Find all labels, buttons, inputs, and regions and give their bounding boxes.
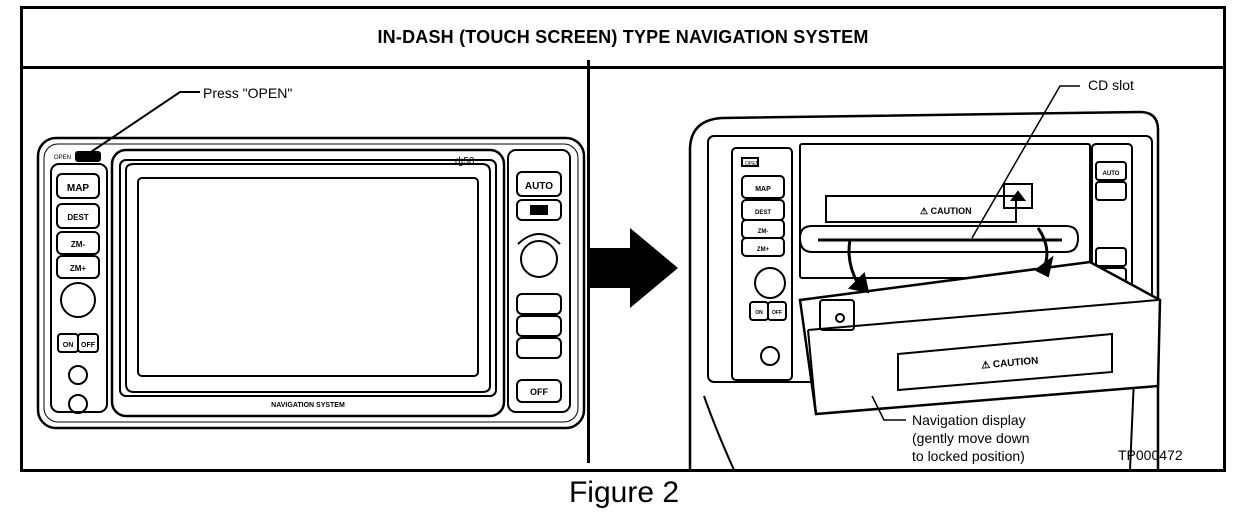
off-label-right: OFF: [530, 387, 548, 397]
opened-auto-button[interactable]: [1095, 161, 1127, 181]
lower-caution-label-box: [897, 332, 1113, 392]
opened-dest-label: DEST: [755, 210, 771, 216]
function-button-1[interactable]: [516, 293, 562, 315]
left-button-column: [50, 151, 108, 414]
on-label: ON: [63, 342, 74, 349]
down-arrow-left-icon: [847, 239, 860, 285]
off-label-left: OFF: [81, 342, 96, 349]
function-button-3[interactable]: [516, 337, 562, 359]
display-label-line-2: (gently move down: [912, 430, 1030, 446]
display-label-line-3: to locked position): [912, 448, 1025, 464]
nav-unit-labels: Press "OPEN" OPEN ɖɟ50 NAVIGATION SYSTEM…: [54, 85, 553, 409]
auto-button[interactable]: [516, 171, 562, 197]
opened-zm-plus-button[interactable]: [741, 237, 785, 257]
auto-label: AUTO: [525, 181, 553, 192]
opened-knob[interactable]: [754, 267, 786, 299]
round-button-2[interactable]: [68, 394, 88, 414]
opened-unit-labels: CD slot ⚠ CAUTION ⚠ CAUTION Navigation d…: [745, 77, 1183, 464]
zm-minus-label: ZM-: [71, 240, 86, 249]
nav-unit-front: [36, 91, 586, 430]
figure-caption: Figure 2: [568, 476, 680, 509]
opened-map-label: MAP: [755, 186, 771, 193]
right-knob[interactable]: [520, 240, 558, 278]
open-callout-label: Press "OPEN": [203, 85, 292, 101]
down-arrow-right-head-icon: [1034, 255, 1054, 278]
opened-off-button[interactable]: [767, 301, 787, 321]
lower-caution-text: ⚠ CAUTION: [981, 356, 1039, 372]
open-label: OPEN: [54, 155, 71, 161]
opened-function-button-1[interactable]: [1095, 247, 1127, 267]
eject-button[interactable]: [1003, 183, 1033, 209]
zm-plus-button[interactable]: [56, 255, 100, 279]
off-button-left[interactable]: [77, 333, 99, 353]
opened-zm-plus-label: ZM+: [757, 247, 770, 253]
brand-logo: ɖɟ50: [455, 156, 475, 167]
map-label: MAP: [67, 183, 90, 194]
opened-auto-label: AUTO: [1103, 171, 1120, 177]
figure-frame: IN-DASH (TOUCH SCREEN) TYPE NAVIGATION S…: [20, 6, 1226, 472]
opened-off-label: OFF: [772, 310, 782, 316]
screen-bottom-label: NAVIGATION SYSTEM: [271, 402, 345, 409]
cd-slot-callout-line: [971, 85, 1080, 239]
cd-slot: [798, 225, 1080, 253]
round-button-1[interactable]: [68, 365, 88, 385]
display-callout-line: [871, 395, 906, 421]
open-callout-line: [87, 91, 200, 155]
upper-caution-text: ⚠ CAUTION: [920, 206, 972, 216]
nav-unit-opened: [688, 85, 1162, 471]
dest-label: DEST: [67, 213, 88, 222]
left-knob[interactable]: [60, 282, 96, 318]
opened-on-label: ON: [755, 310, 763, 316]
map-button[interactable]: [56, 173, 100, 199]
display-label-line-1: Navigation display: [912, 412, 1026, 428]
right-button-column: [507, 149, 571, 413]
opened-map-button[interactable]: [741, 175, 785, 199]
cd-slot-label: CD slot: [1088, 77, 1134, 93]
open-button[interactable]: [75, 151, 101, 162]
function-button-2[interactable]: [516, 315, 562, 337]
zm-plus-label: ZM+: [70, 264, 87, 273]
opened-zm-minus-label: ZM-: [758, 229, 769, 235]
zm-minus-button[interactable]: [56, 231, 100, 255]
part-number: TP000472: [1118, 447, 1183, 463]
touch-screen: [110, 148, 506, 418]
dest-button[interactable]: [56, 203, 100, 229]
opened-open-button[interactable]: [741, 157, 759, 167]
opened-display-button[interactable]: [1095, 181, 1127, 201]
figure-title: IN-DASH (TOUCH SCREEN) TYPE NAVIGATION S…: [23, 9, 1223, 69]
opened-open-label: OPEN: [745, 161, 760, 167]
down-arrow-left-head-icon: [848, 272, 870, 294]
transition-arrow-icon: [588, 228, 678, 308]
opened-round-button[interactable]: [760, 346, 780, 366]
off-button-right[interactable]: [516, 379, 562, 403]
display-button[interactable]: [516, 199, 562, 221]
